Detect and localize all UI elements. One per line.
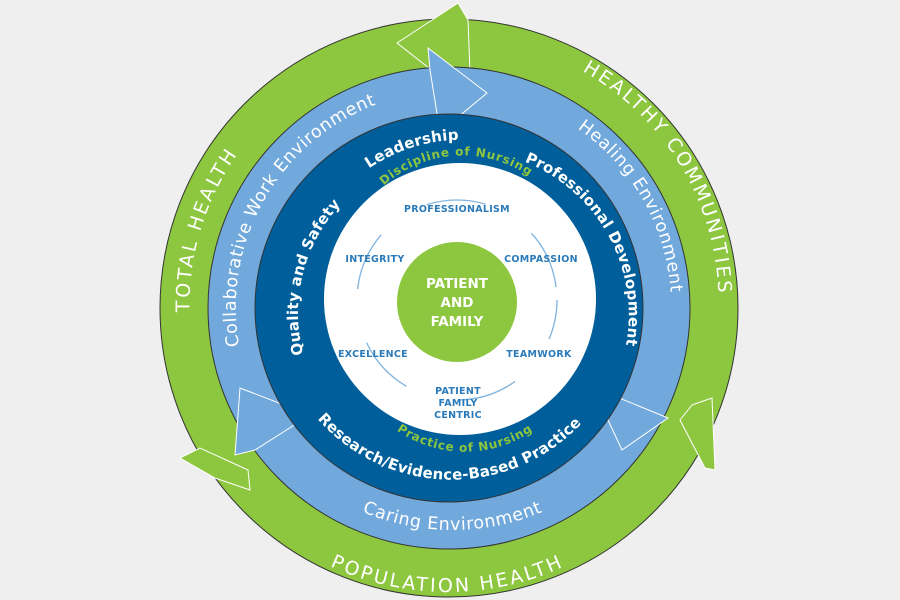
outer-arrowhead-right-icon bbox=[679, 397, 716, 471]
outer-arrowhead-left-icon bbox=[178, 447, 251, 491]
value-bottom-line-1: PATIENT bbox=[435, 386, 481, 397]
value-lower-left: EXCELLENCE bbox=[338, 349, 408, 360]
value-bottom-line-2: FAMILY bbox=[439, 398, 478, 409]
value-upper-right: COMPASSION bbox=[504, 254, 578, 265]
center-line-3: FAMILY bbox=[431, 314, 484, 330]
values-ring-line bbox=[356, 199, 558, 401]
value-lower-right: TEAMWORK bbox=[506, 349, 572, 360]
core-circle bbox=[397, 242, 517, 362]
value-bottom-line-3: CENTRIC bbox=[434, 410, 482, 421]
center-line-1: PATIENT bbox=[426, 276, 489, 292]
value-upper-left: INTEGRITY bbox=[345, 254, 404, 265]
center-line-2: AND bbox=[441, 295, 474, 311]
value-top: PROFESSIONALISM bbox=[404, 204, 510, 215]
